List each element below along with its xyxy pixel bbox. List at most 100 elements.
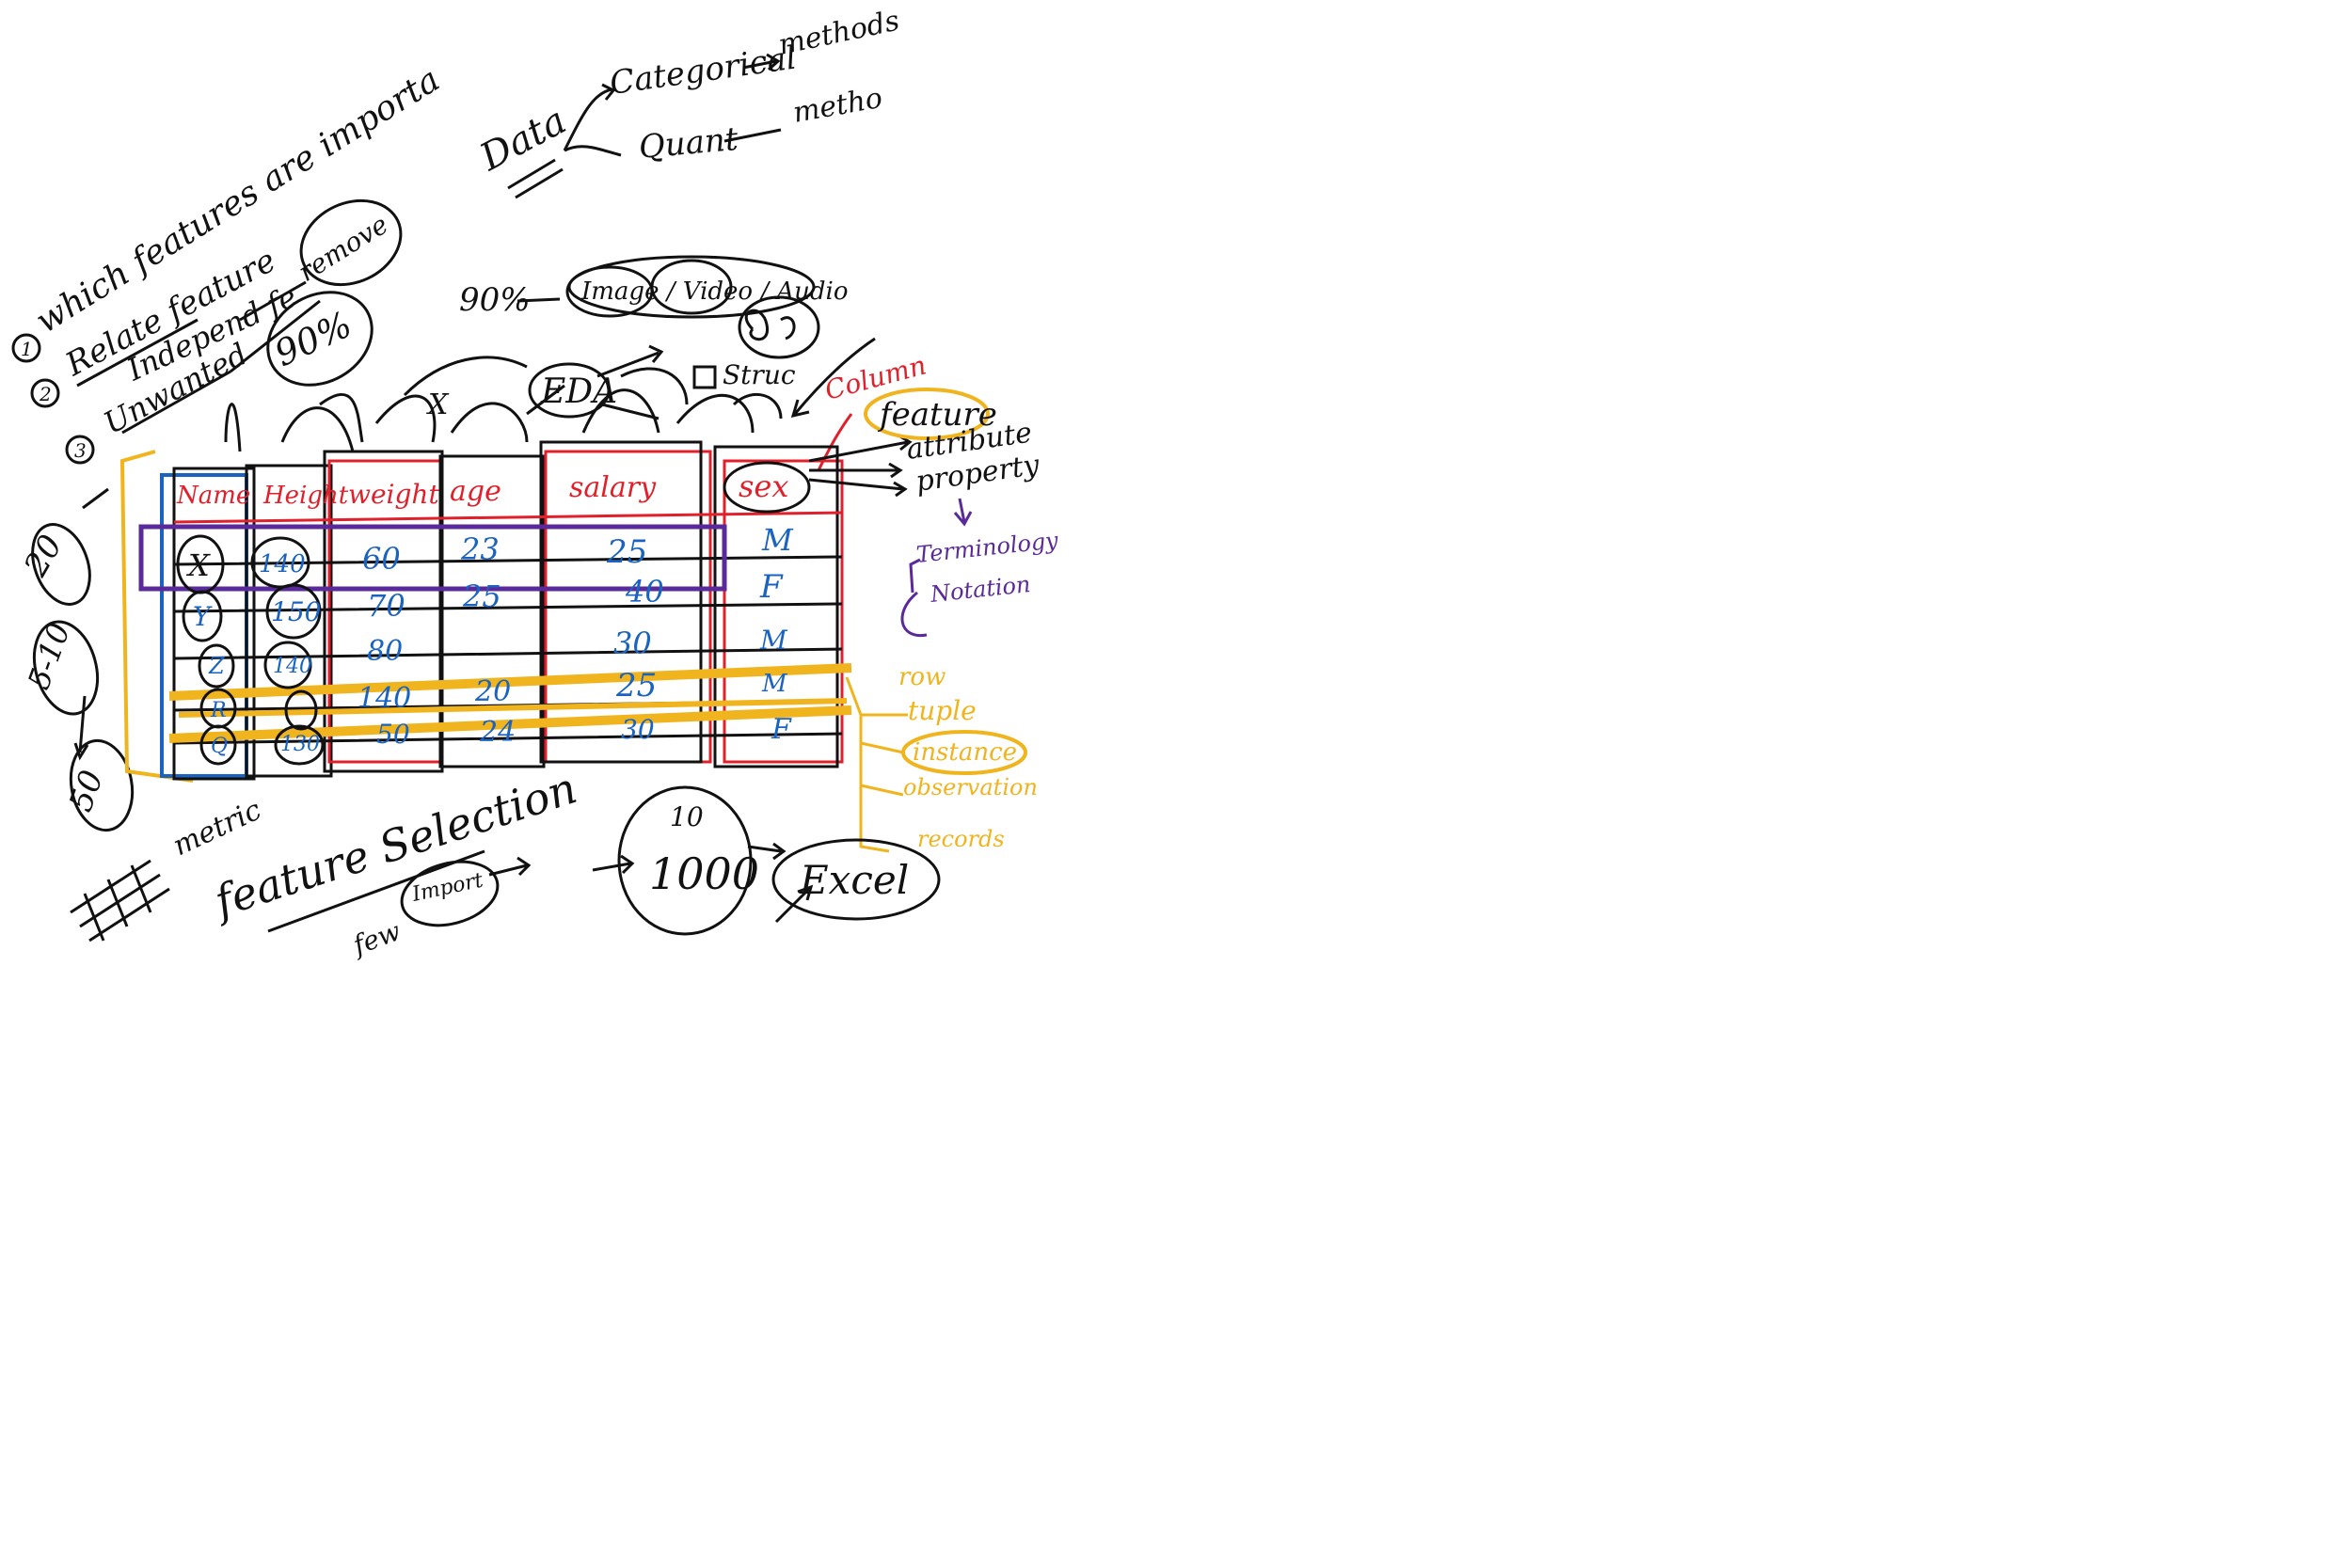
cell-r1-height: 140: [259, 550, 306, 578]
fifty-circle: [69, 738, 135, 832]
height-column-outline: [245, 464, 333, 778]
remove-circle: [299, 198, 403, 287]
data-underline: [507, 158, 564, 199]
excel-note: Excel: [799, 857, 909, 903]
feature-note: feature: [877, 396, 997, 434]
records-note: records: [917, 826, 1005, 852]
feature-circle: [864, 388, 990, 440]
row-yellow-highlight-2: [168, 705, 852, 743]
name-z-circle: [198, 643, 235, 689]
unwanted-underline: [121, 370, 231, 435]
number-2: 2: [39, 383, 52, 405]
remove-note: remove: [293, 209, 393, 288]
thousand-to-excel-arrow: [747, 842, 787, 861]
metric-note: metric: [168, 794, 267, 863]
cell-r4-salary: 25: [615, 667, 657, 705]
fifty-note: 50: [62, 766, 111, 816]
cell-r3-weight: 80: [367, 635, 403, 668]
cell-r1-sex: M: [761, 522, 794, 558]
cell-r2-age: 25: [462, 578, 501, 614]
cell-r1-salary: 25: [606, 533, 647, 571]
eda-arrows: [403, 344, 664, 420]
row-x-purple-highlight: [138, 524, 727, 592]
number-3: 3: [74, 439, 87, 462]
eda-circle: [528, 362, 611, 419]
cell-r4-name: R: [210, 699, 227, 722]
data-table: Name Height weight age salary sex X 140 …: [119, 440, 852, 783]
import-circle: [400, 860, 500, 927]
cell-r3-height: 140: [273, 655, 312, 678]
cell-r2-height: 150: [271, 596, 321, 627]
quant-arrow: [723, 128, 782, 143]
data-branch-arrows: [563, 83, 622, 157]
notation-note: Notation: [929, 571, 1032, 608]
middle-notes: 90% Image / Video / Audio EDA Struc Colu…: [224, 255, 930, 471]
number-2-circle: [30, 378, 60, 408]
name-column-outline-2: [172, 467, 256, 781]
categorical-methods: methods: [775, 5, 902, 62]
ninety-percent-circle: [266, 291, 373, 387]
row-yellow-highlight-1: [168, 663, 852, 701]
thousand-circle: [617, 785, 753, 936]
data-taxonomy: Data Categorical methods Quant metho: [472, 5, 902, 199]
row-yellow-highlight-3: [178, 698, 848, 718]
header-sex: sex: [739, 468, 788, 504]
sex-column-outline: [723, 459, 844, 764]
small-grid-sketch: [70, 859, 170, 942]
header-salary: salary: [569, 471, 657, 504]
tuple-note: tuple: [908, 695, 977, 726]
few-note: few: [347, 915, 405, 961]
property-arrow: [953, 498, 973, 527]
cell-r2-sex: F: [759, 568, 784, 606]
cell-r3-name: Z: [208, 653, 226, 679]
sql-circle: [738, 295, 820, 359]
salary-column-black: [539, 440, 703, 764]
terminology-note: Terminology: [915, 527, 1060, 568]
categorical-arrow: [742, 53, 781, 71]
row-terms-bracket: [845, 676, 908, 853]
number-1: 1: [21, 338, 33, 360]
height-circle-4: [284, 689, 318, 731]
instance-note: instance: [913, 738, 1017, 767]
twenty-note: 20: [17, 529, 71, 583]
name-y-circle: [182, 590, 223, 642]
quant-methods: metho: [790, 82, 884, 130]
which-features-note: which features are importa: [29, 60, 447, 341]
row-note: row: [898, 663, 946, 691]
cell-r5-height: 130: [280, 733, 320, 756]
cell-r2-name: Y: [193, 601, 213, 632]
header-height: Height: [262, 482, 349, 510]
cell-r5-age: 24: [479, 716, 516, 749]
cell-r5-sex: F: [771, 713, 792, 746]
categorical-label: Categorical: [608, 40, 799, 103]
import-arrow: [488, 856, 532, 877]
cell-r2-salary: 40: [625, 574, 664, 610]
media-note: Image / Video / Audio: [580, 277, 849, 306]
instance-circle: [901, 730, 1027, 775]
right-notes: feature attribute property Terminology N…: [808, 388, 1060, 853]
relate-underline: [76, 318, 199, 388]
header-divider: [173, 511, 843, 524]
five-ten-note: 5-10: [21, 618, 77, 694]
column-red-arrow: [817, 413, 853, 471]
name-q-circle: [199, 724, 237, 766]
height-circle-1: [250, 536, 310, 589]
cell-r3-salary: 30: [613, 626, 652, 661]
number-3-circle: [65, 435, 95, 465]
excel-circle: [771, 838, 941, 921]
sql-scribble: [744, 309, 796, 341]
cell-r4-weight: 140: [358, 682, 411, 715]
notation-hook: [900, 591, 928, 637]
cell-r1-weight: 60: [362, 541, 401, 577]
thousand-in-arrow: [592, 854, 635, 875]
feature-selection-underline: [267, 849, 485, 933]
ten-note: 10: [670, 801, 704, 832]
feature-arrows: [808, 434, 913, 498]
cell-r1-name: X: [185, 547, 211, 583]
cell-r4-age: 20: [474, 675, 511, 708]
excel-in-arrow: [774, 884, 814, 924]
height-circle-3: [263, 641, 312, 689]
quant-label: Quant: [637, 120, 739, 166]
terminology-bracket: [909, 558, 921, 594]
row-dividers: [173, 555, 843, 745]
